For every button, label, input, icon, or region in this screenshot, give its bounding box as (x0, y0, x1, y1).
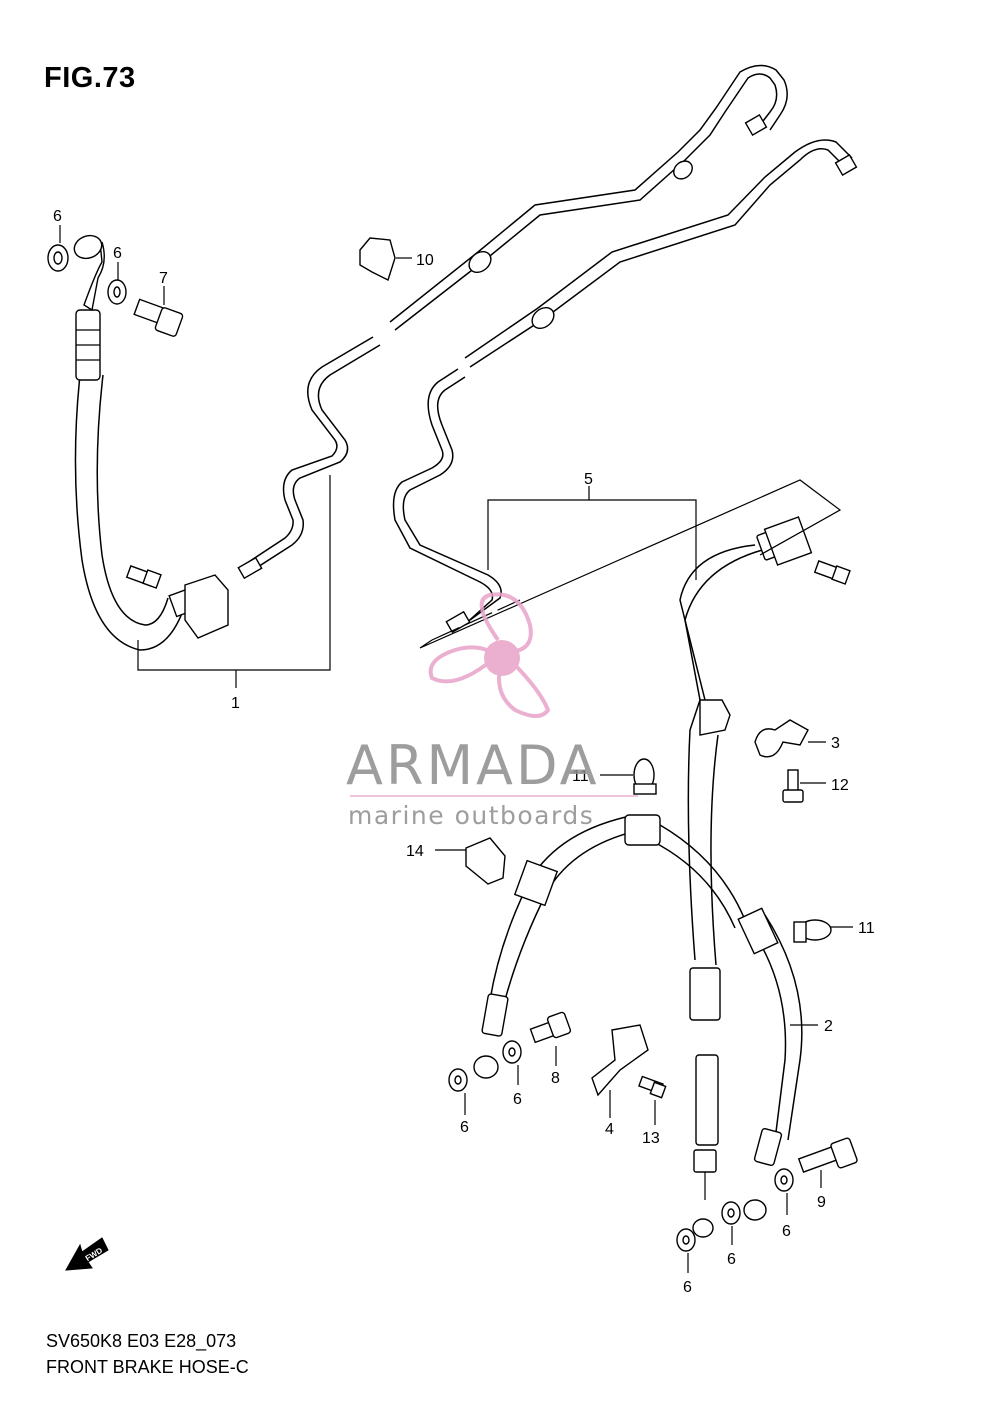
callout-2: 2 (824, 1018, 833, 1035)
washer-6a (47, 244, 69, 272)
upper-brake-pipe-right (464, 139, 858, 368)
callout-6g: 6 (782, 1223, 791, 1240)
callout-13: 13 (642, 1130, 660, 1147)
callout-11a: 11 (572, 768, 589, 785)
bracket-4 (591, 1024, 649, 1097)
washer-6g (774, 1168, 794, 1192)
bolt-12 (782, 769, 804, 803)
callout-labels: 1 2 3 4 5 6 6 6 6 6 6 6 7 8 9 10 11 11 1… (53, 208, 875, 1296)
front-brake-hose-1 (73, 234, 229, 651)
leader-lines (59, 225, 853, 1273)
joint-outline (419, 479, 842, 649)
callout-7: 7 (159, 270, 168, 287)
callout-4: 4 (605, 1121, 614, 1138)
clamp-11a (633, 758, 657, 795)
union-bolt-7 (133, 298, 184, 337)
clamp-10 (359, 237, 396, 281)
callout-6f: 6 (727, 1251, 736, 1268)
clamp-11b (793, 919, 832, 943)
callout-14: 14 (406, 843, 424, 860)
figure-caption: FRONT BRAKE HOSE-C (46, 1357, 249, 1377)
bolt-left-caliper (125, 565, 162, 589)
bolt-13 (638, 1075, 667, 1099)
branch-hose-left (473, 814, 661, 1079)
assembly-5-bracket (487, 486, 697, 580)
washer-6e (676, 1228, 696, 1252)
washer-6b (107, 279, 127, 305)
brake-pipe-5 (392, 368, 502, 634)
brake-pipe-1 (237, 336, 381, 580)
callout-10: 10 (416, 252, 434, 269)
upper-brake-pipe-left (389, 64, 788, 331)
callout-6c: 6 (460, 1119, 469, 1136)
assembly-1-bracket (137, 475, 331, 688)
callout-1: 1 (231, 695, 240, 712)
figure-title: FIG.73 (44, 62, 136, 94)
watermark-name: ARMADA (346, 734, 600, 797)
washer-6c (448, 1068, 468, 1092)
callout-6a: 6 (53, 208, 62, 225)
callout-9: 9 (817, 1194, 826, 1211)
callout-12: 12 (831, 777, 849, 794)
washer-6d (502, 1040, 522, 1064)
front-brake-hose-2 (649, 516, 813, 1238)
watermark-tagline: marine outboards (348, 801, 594, 830)
clamp-3 (754, 719, 809, 758)
callout-6d: 6 (513, 1091, 522, 1108)
bolt-right-joint (813, 560, 851, 585)
fwd-arrow-icon: FWD (65, 1237, 109, 1271)
propeller-logo-icon (428, 592, 551, 718)
callout-11b: 11 (858, 920, 875, 937)
union-bolt-9 (797, 1137, 858, 1173)
callout-6b: 6 (113, 245, 122, 262)
union-bolt-8 (529, 1011, 572, 1044)
callout-3: 3 (831, 735, 840, 752)
armada-watermark: ARMADA marine outboards (346, 592, 638, 830)
callout-5: 5 (584, 471, 593, 488)
callout-6e: 6 (683, 1279, 692, 1296)
callout-8: 8 (551, 1070, 560, 1087)
washer-6f (721, 1201, 741, 1225)
clip-14 (465, 837, 506, 885)
model-code: SV650K8 E03 E28_073 (46, 1331, 237, 1351)
